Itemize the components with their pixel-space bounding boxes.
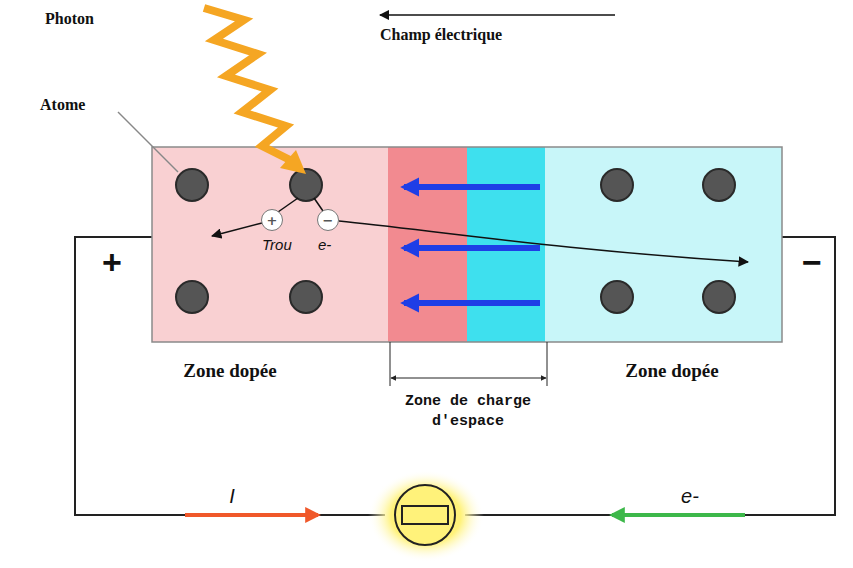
electron-path [339,221,748,262]
n-doped-zone [545,147,782,342]
electron-flow-label: e- [681,485,699,508]
bond-line [314,198,323,211]
current-label: I [229,485,235,508]
photon-head [280,150,306,174]
leader-line [118,112,178,172]
bond-line [278,198,298,212]
charge-sign: + [267,214,278,227]
current-arrow [185,513,318,517]
charge-sign: − [323,214,334,227]
hole-label: Trou [262,236,292,253]
resistor-symbol [402,506,448,524]
bracket-dimension [391,378,546,379]
photon-ray [204,8,290,160]
lamp-glow [368,470,484,562]
p-doped-zone [152,147,388,342]
bracket-tick [390,342,391,386]
depletion-p-side [388,147,467,342]
cell-outline [152,147,782,342]
field-direction-arrow [380,14,615,16]
zone-label: Zone dopée [183,360,276,382]
negative-terminal: − [802,243,822,282]
depletion-zone-label: Zone de charge d'espace [383,392,553,433]
photon-label: Photon [45,10,94,28]
field-label: Champ électrique [380,26,502,44]
lamp-symbol [395,485,455,545]
hole-symbol: + [261,209,283,231]
bracket-tick [547,342,548,386]
atoms [176,169,735,313]
electron-symbol: − [317,209,339,231]
positive-terminal: + [102,243,122,282]
depletion-n-side [467,147,545,342]
atom-label: Atome [40,96,85,114]
hole-path [212,223,262,236]
field-arrows [404,187,540,303]
electron-flow-arrow [612,513,745,517]
electron-label: e- [318,236,331,253]
zone-label: Zone dopée [625,360,718,382]
